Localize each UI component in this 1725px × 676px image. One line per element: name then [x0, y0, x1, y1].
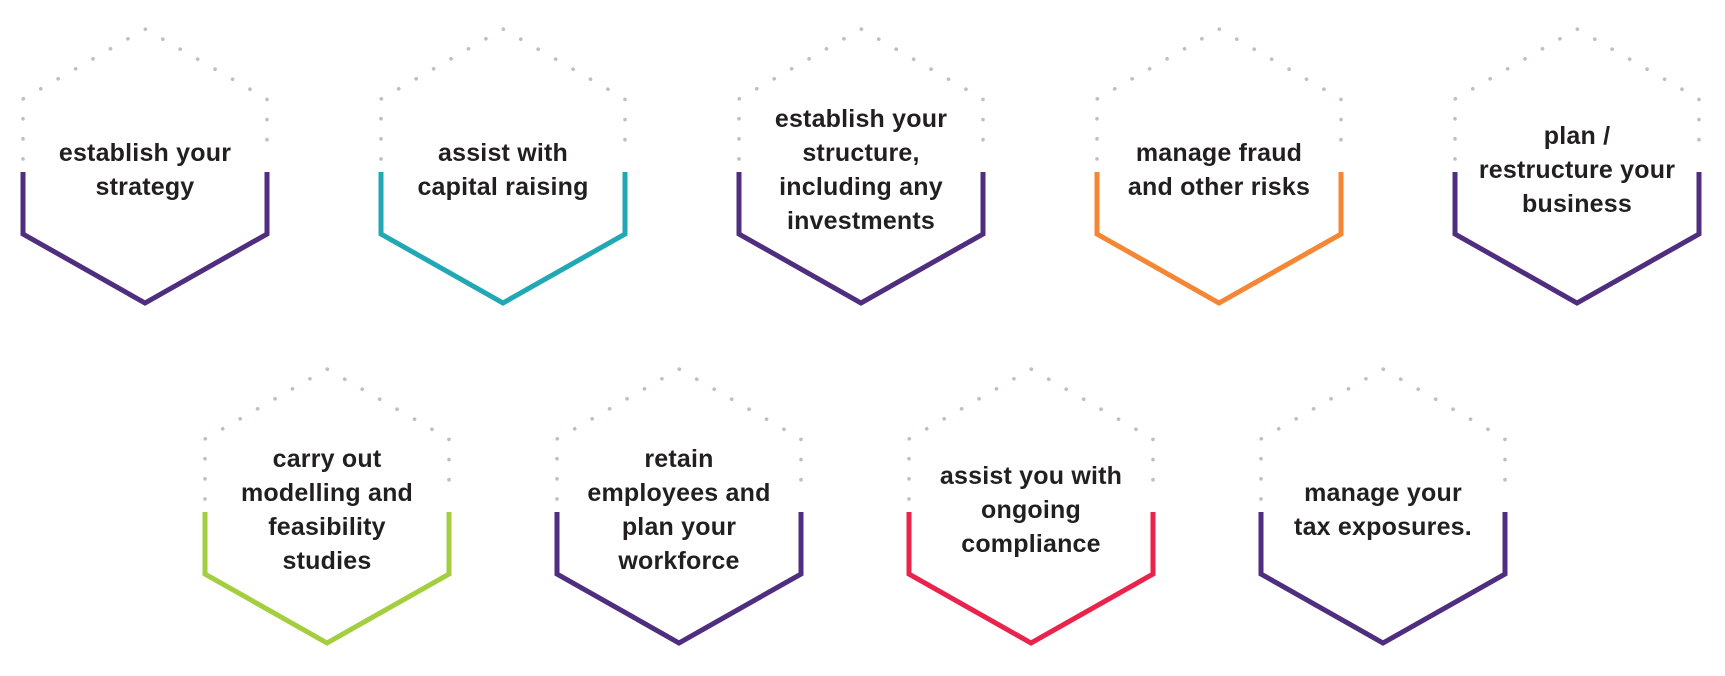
hexagon-dotted-top-outline	[555, 366, 803, 501]
hexagon-shape-icon	[906, 366, 1156, 646]
hexagon-carry-out-modelling-and-feasibility-studies: carry out modelling and feasibility stud…	[202, 366, 452, 648]
hexagon-shape-icon	[202, 366, 452, 646]
hexagon-shape-icon	[554, 366, 804, 646]
hexagon-assist-you-with-ongoing-compliance: assist you with ongoing compliance	[906, 366, 1156, 648]
hexagon-dotted-top-outline	[1095, 26, 1343, 161]
hexagon-dotted-top-outline	[1259, 366, 1507, 501]
hexagon-assist-with-capital-raising: assist with capital raising	[378, 26, 628, 308]
hexagon-solid-bottom-outline	[1094, 172, 1344, 306]
hexagon-solid-bottom-outline	[1258, 512, 1508, 646]
hex-row-2: carry out modelling and feasibility stud…	[202, 366, 1508, 648]
hexagon-retain-employees-and-plan-your-workforce: retain employees and plan your workforce	[554, 366, 804, 648]
hexagon-establish-your-strategy: establish your strategy	[20, 26, 270, 308]
hex-row-1: establish your strategy assist with capi…	[20, 26, 1702, 308]
hexagon-solid-bottom-outline	[906, 512, 1156, 646]
hexagon-dotted-top-outline	[21, 26, 269, 161]
hexagon-label: plan / restructure your business	[1478, 122, 1676, 218]
hexagon-plan-restructure-your-business: plan / restructure your business	[1452, 26, 1702, 308]
hexagon-label: manage your tax exposures.	[1294, 479, 1472, 541]
hexagon-solid-bottom-outline	[736, 172, 986, 306]
hexagon-solid-bottom-outline	[20, 172, 270, 306]
hexagon-label: assist you with ongoing compliance	[939, 462, 1123, 558]
hexagon-dotted-top-outline	[907, 366, 1155, 501]
hexagon-dotted-top-outline	[737, 26, 985, 161]
hexagon-manage-your-tax-exposures: manage your tax exposures.	[1258, 366, 1508, 648]
hexagon-solid-bottom-outline	[554, 512, 804, 646]
hexagon-shape-icon	[1258, 366, 1508, 646]
hexagon-label: carry out modelling and feasibility stud…	[240, 445, 414, 575]
hexagon-shape-icon	[1094, 26, 1344, 306]
hexagon-manage-fraud-and-other-risks: manage fraud and other risks	[1094, 26, 1344, 308]
hexagon-solid-bottom-outline	[202, 512, 452, 646]
hexagon-label: manage fraud and other risks	[1127, 139, 1311, 201]
hexagon-dotted-top-outline	[379, 26, 627, 161]
hexagon-label: assist with capital raising	[417, 139, 589, 201]
hexagon-dotted-top-outline	[203, 366, 451, 501]
hexagon-solid-bottom-outline	[1452, 172, 1702, 306]
hexagon-label: establish your structure, including any …	[774, 105, 948, 235]
hexagon-dotted-top-outline	[1453, 26, 1701, 161]
hexagon-shape-icon	[20, 26, 270, 306]
hexagon-shape-icon	[736, 26, 986, 306]
hexagon-solid-bottom-outline	[378, 172, 628, 306]
hexagon-label: establish your strategy	[58, 139, 232, 201]
hexagon-establish-your-structure-including-any-investments: establish your structure, including any …	[736, 26, 986, 308]
hexagon-shape-icon	[1452, 26, 1702, 306]
hexagon-label: retain employees and plan your workforce	[587, 445, 771, 575]
hexagon-shape-icon	[378, 26, 628, 306]
